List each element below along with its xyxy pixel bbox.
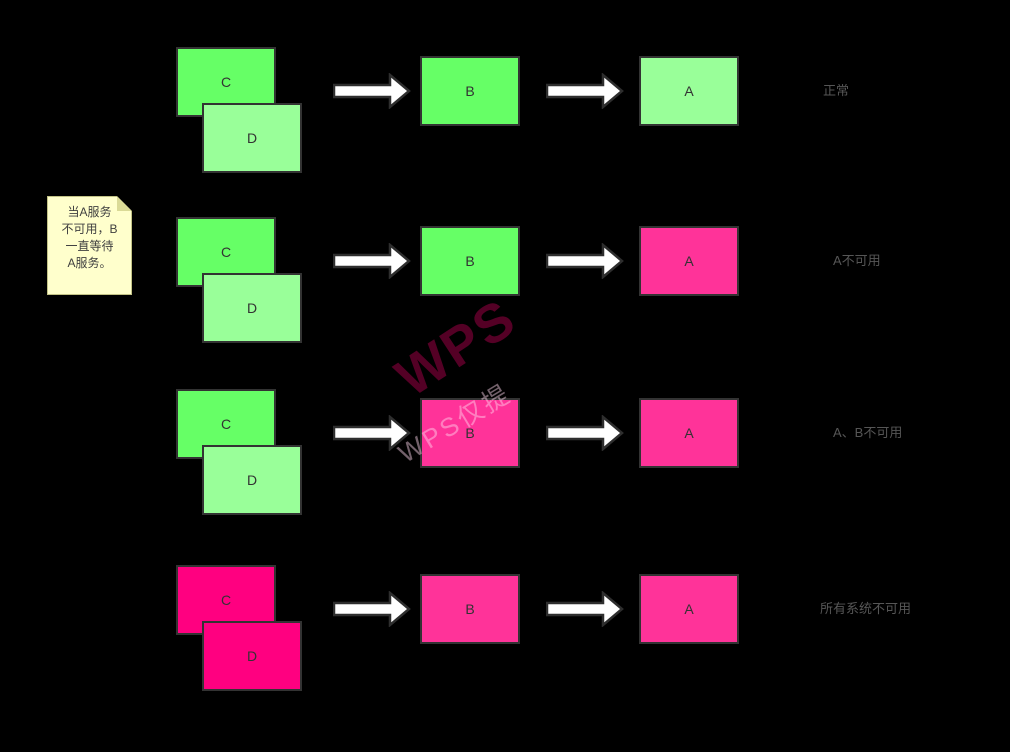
service-box-label: B — [465, 253, 475, 269]
note-text-line: A服务。 — [67, 256, 112, 270]
arrow-right-icon — [546, 243, 624, 279]
service-box-label: D — [246, 648, 258, 664]
service-box-a: A — [639, 574, 739, 644]
service-box-label: A — [684, 83, 694, 99]
service-box-d: D — [202, 103, 302, 173]
service-box-b: B — [420, 574, 520, 644]
service-box-label: A — [684, 253, 694, 269]
service-box-label: C — [220, 74, 232, 90]
service-box-label: C — [220, 592, 232, 608]
arrow-right-icon — [333, 415, 411, 451]
service-box-label: B — [465, 601, 475, 617]
arrow-right-icon — [546, 73, 624, 109]
arrow-right-icon — [546, 591, 624, 627]
service-box-d: D — [202, 445, 302, 515]
arrow-right-icon — [546, 415, 624, 451]
row-a-b-unavailable: C D B A A、B不可用 — [0, 389, 1010, 539]
service-box-b: B — [420, 398, 520, 468]
service-box-label: B — [465, 425, 475, 441]
row-status-label: 正常 — [823, 83, 850, 98]
row-normal: C D B A 正常 — [0, 47, 1010, 197]
arrow-right-icon — [333, 591, 411, 627]
service-box-d: D — [202, 621, 302, 691]
service-box-d: D — [202, 273, 302, 343]
note-text-line: 一直等待 — [65, 239, 114, 253]
arrow-right-icon — [333, 73, 411, 109]
service-box-b: B — [420, 226, 520, 296]
sticky-note: 当A服务 不可用，B 一直等待 A服务。 — [47, 196, 132, 295]
service-box-label: A — [684, 425, 694, 441]
note-corner-cut — [117, 196, 132, 211]
service-box-label: A — [684, 601, 694, 617]
row-status-label: 所有系统不可用 — [820, 601, 912, 616]
row-a-unavailable: C D B A A不可用 — [0, 217, 1010, 367]
note-text: 当A服务 不可用，B 一直等待 A服务。 — [48, 204, 131, 272]
service-box-label: C — [220, 244, 232, 260]
service-box-label: C — [220, 416, 232, 432]
service-box-label: D — [246, 130, 258, 146]
service-box-b: B — [420, 56, 520, 126]
service-box-label: D — [246, 472, 258, 488]
service-box-a: A — [639, 226, 739, 296]
arrow-right-icon — [333, 243, 411, 279]
note-text-line: 当A服务 — [67, 205, 112, 219]
service-box-label: D — [246, 300, 258, 316]
row-status-label: A、B不可用 — [833, 425, 903, 440]
service-box-a: A — [639, 56, 739, 126]
service-box-label: B — [465, 83, 475, 99]
row-status-label: A不可用 — [833, 253, 881, 268]
row-all-unavailable: C D B A 所有系统不可用 — [0, 565, 1010, 715]
note-text-line: 不可用，B — [61, 222, 118, 236]
service-box-a: A — [639, 398, 739, 468]
